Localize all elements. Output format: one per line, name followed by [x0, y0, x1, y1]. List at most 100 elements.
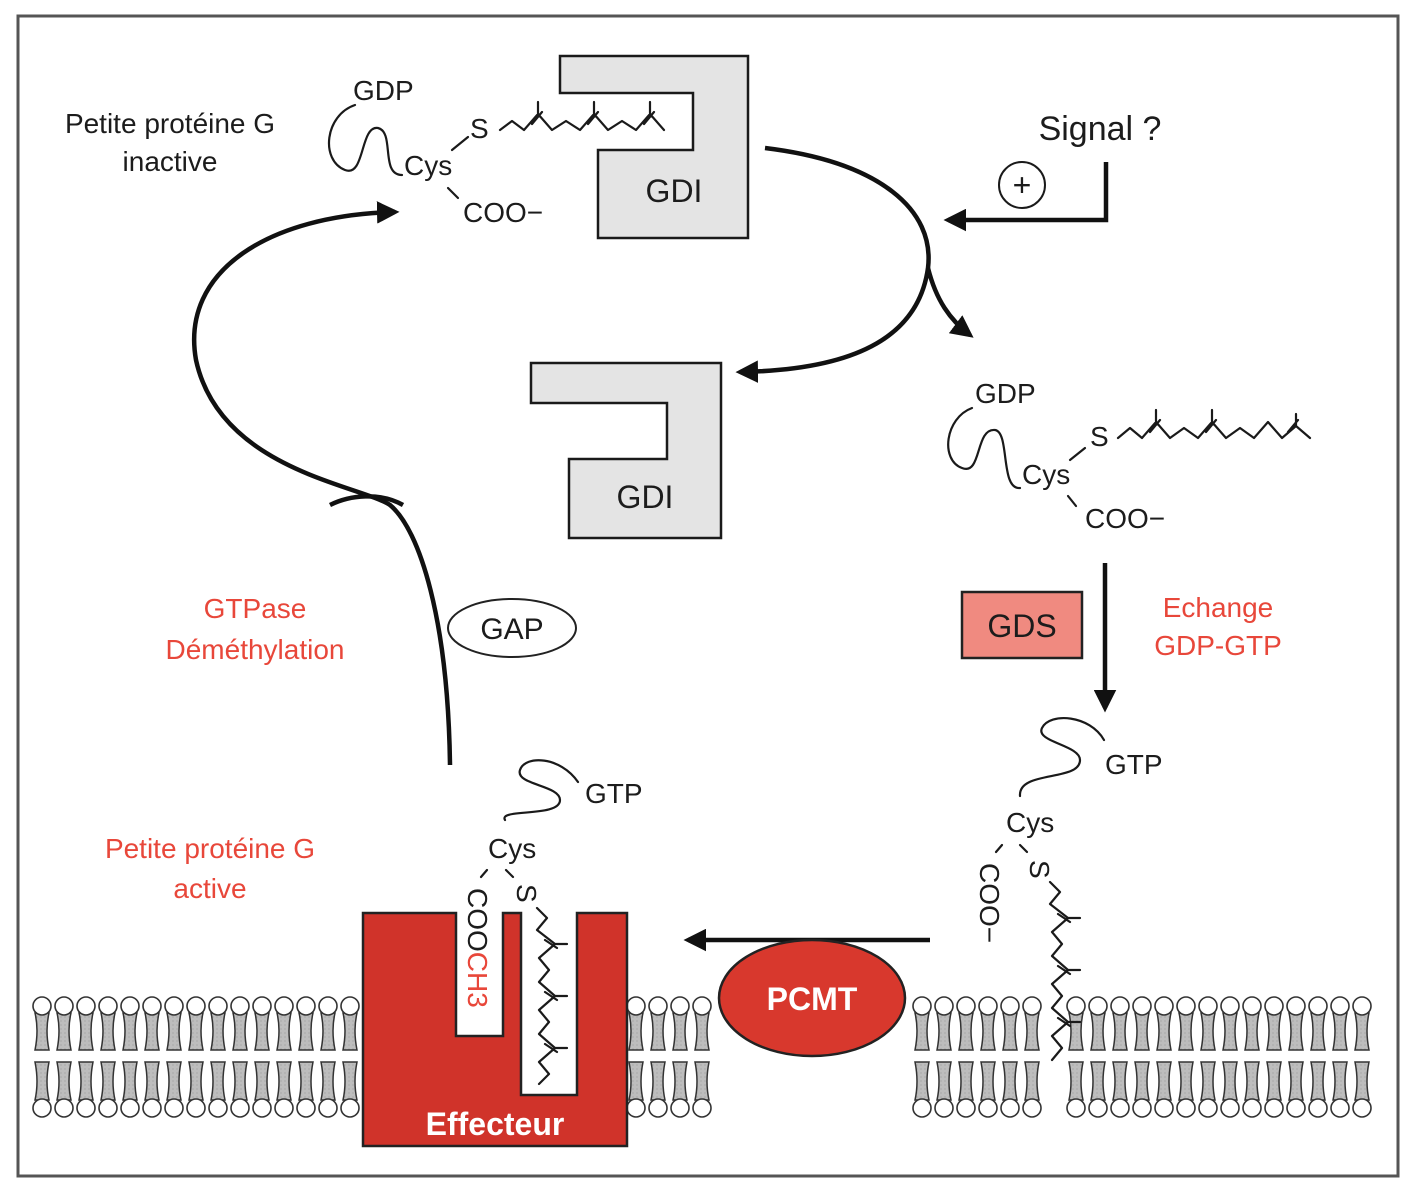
lipid-head-lower [1088, 1098, 1108, 1118]
phospholipid [1088, 996, 1108, 1118]
lipid-head-lower [1264, 1098, 1284, 1118]
lipid-tail-upper [276, 1012, 292, 1051]
phospholipid [1154, 996, 1174, 1118]
lipid-head-upper [1220, 996, 1240, 1016]
gdi-shape-released [529, 361, 723, 540]
lipid-head-upper [54, 996, 74, 1016]
phospholipid [1110, 996, 1130, 1118]
lipid-tail-lower [122, 1061, 138, 1101]
lipid-head-lower [1110, 1098, 1130, 1118]
lipid-tail-upper [958, 1012, 974, 1051]
lipid-head-lower [1286, 1098, 1306, 1118]
lipid-tail-lower [694, 1061, 710, 1101]
phospholipid [54, 996, 74, 1118]
lipid-head-upper [692, 996, 712, 1016]
lipid-tail-upper [1090, 1012, 1106, 1051]
prenyl-chain-active [535, 906, 569, 1086]
lipid-tail-lower [1024, 1061, 1040, 1101]
lipid-tail-upper [1200, 1012, 1216, 1051]
sulfur-label-active: S [511, 884, 542, 903]
plus-symbol: + [1013, 167, 1032, 203]
lipid-tail-lower [1156, 1061, 1172, 1101]
lipid-tail-upper [1112, 1012, 1128, 1051]
lipid-tail-upper [1068, 1012, 1084, 1051]
lipid-tail-lower [1354, 1061, 1370, 1101]
lipid-tail-upper [122, 1012, 138, 1051]
phospholipid [956, 996, 976, 1118]
lipid-tail-lower [1178, 1061, 1194, 1101]
phospholipid [318, 996, 338, 1118]
lipid-head-lower [626, 1098, 646, 1118]
phospholipid [1352, 996, 1372, 1118]
gdi-label-top: GDI [646, 173, 703, 209]
lipid-head-upper [1352, 996, 1372, 1016]
lipid-tail-lower [1244, 1061, 1260, 1101]
cys-label-free: Cys [1022, 459, 1070, 490]
gds-label: GDS [987, 608, 1056, 644]
lipid-tail-upper [1288, 1012, 1304, 1051]
lipid-tail-upper [936, 1012, 952, 1051]
bond-cys-s-right [1018, 843, 1029, 854]
phospholipid [1000, 996, 1020, 1118]
lipid-tail-upper [166, 1012, 182, 1051]
prenyl-chain-top [498, 100, 666, 132]
lipid-tail-lower [276, 1061, 292, 1101]
phospholipid [1198, 996, 1218, 1118]
protein-chain-inactive [327, 103, 404, 177]
lipid-head-upper [1066, 996, 1086, 1016]
lipid-tail-upper [1354, 1012, 1370, 1051]
lipid-head-upper [956, 996, 976, 1016]
bond-cys-coo-free [1066, 494, 1078, 508]
phospholipid [274, 996, 294, 1118]
lipid-tail-lower [166, 1061, 182, 1101]
lipid-head-lower [252, 1098, 272, 1118]
lipid-head-lower [1242, 1098, 1262, 1118]
lipid-head-lower [340, 1098, 360, 1118]
lipid-head-lower [296, 1098, 316, 1118]
lipid-head-lower [1022, 1098, 1042, 1118]
lipid-head-lower [912, 1098, 932, 1118]
lipid-tail-upper [320, 1012, 336, 1051]
carboxyl-label-free: COO− [1085, 503, 1165, 534]
phospholipid [692, 996, 712, 1118]
lipid-tail-upper [342, 1012, 358, 1051]
exchange-label-line1: Echange [1163, 592, 1274, 623]
nucleotide-gtp-right: GTP [1105, 749, 1163, 780]
signal-label: Signal ? [1039, 110, 1162, 148]
gds-box [960, 590, 1084, 660]
lipid-tail-lower [1068, 1061, 1084, 1101]
lipid-head-upper [1242, 996, 1262, 1016]
lipid-tail-lower [56, 1061, 72, 1101]
phospholipid [1022, 996, 1042, 1118]
lipid-head-upper [1132, 996, 1152, 1016]
lipid-head-upper [76, 996, 96, 1016]
lipid-tail-upper [1024, 1012, 1040, 1051]
inactive-gdi-complex: GDI GDP Cys S COO− [327, 54, 750, 240]
lipid-tail-lower [650, 1061, 666, 1101]
lipid-head-upper [230, 996, 250, 1016]
lipid-tail-upper [1156, 1012, 1172, 1051]
free-protein-gdp: GDP Cys S COO− [947, 378, 1312, 534]
prenyl-chain-free [1116, 408, 1312, 440]
lipid-head-upper [340, 996, 360, 1016]
effector-label: Effecteur [426, 1106, 565, 1142]
lipid-head-upper [1088, 996, 1108, 1016]
lipid-head-upper [98, 996, 118, 1016]
gtp-protein-unmethylated: GTP Cys COO− S [974, 717, 1163, 1062]
lipid-tail-lower [914, 1061, 930, 1101]
sulfur-label-top: S [470, 113, 489, 144]
nucleotide-gdp-free: GDP [975, 378, 1036, 409]
lipid-head-lower [142, 1098, 162, 1118]
phospholipid [1220, 996, 1240, 1118]
lipid-tail-upper [100, 1012, 116, 1051]
lipid-head-lower [670, 1098, 690, 1118]
phospholipid [98, 996, 118, 1118]
lipid-tail-lower [1310, 1061, 1326, 1101]
lipid-tail-lower [936, 1061, 952, 1101]
phospholipid [978, 996, 998, 1118]
lipid-tail-lower [1200, 1061, 1216, 1101]
methyl-ester-label: COOCH3 [462, 888, 493, 1008]
lipid-head-upper [1000, 996, 1020, 1016]
lipid-tail-lower [210, 1061, 226, 1101]
lipid-head-upper [648, 996, 668, 1016]
